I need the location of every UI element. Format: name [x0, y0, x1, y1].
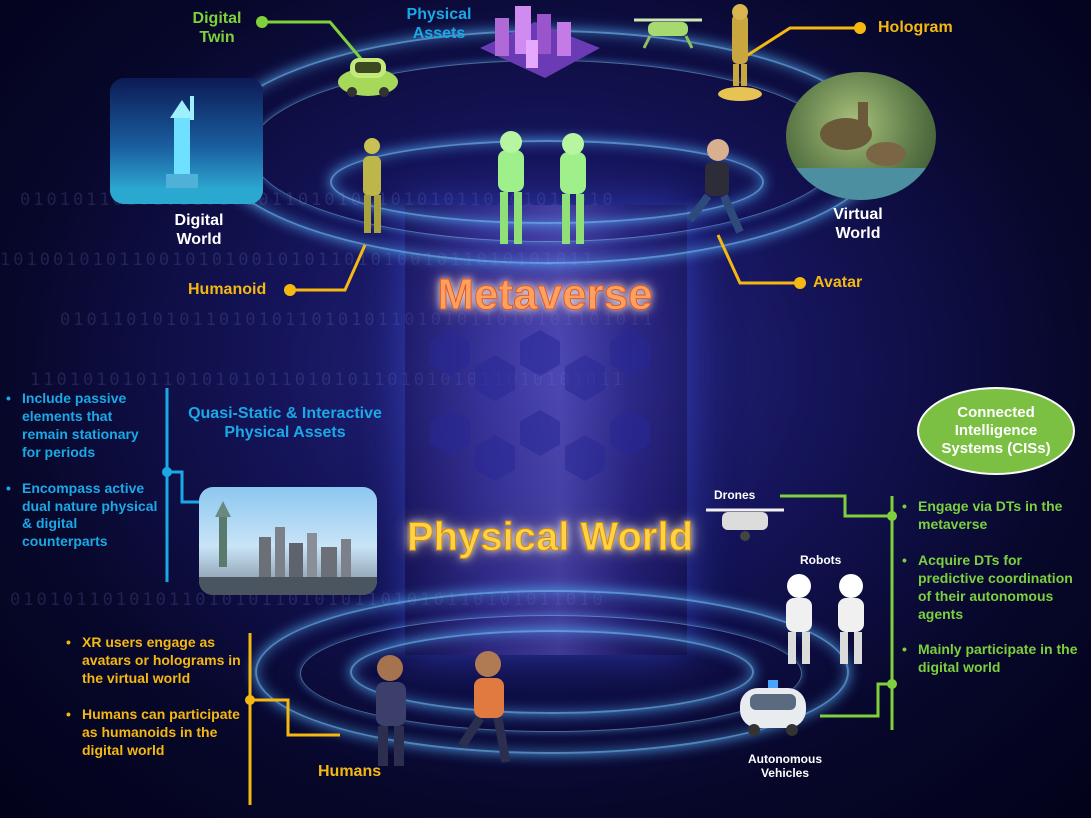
- humanoid-label: Humanoid: [188, 281, 267, 298]
- human-dot: [245, 695, 255, 705]
- virtual-world-label: Virtual World: [833, 206, 883, 242]
- metaverse-ring-inner: [330, 140, 764, 224]
- quasi-static-label: Quasi-Static & Interactive Physical Asse…: [188, 405, 382, 441]
- cis-bullets: Engage via DTs in the metaverse Acquire …: [902, 498, 1084, 677]
- physical-ring-outer: [255, 590, 849, 754]
- robot-icon: [786, 574, 812, 664]
- drones-connector: [780, 494, 892, 518]
- skyline-icon: [199, 501, 377, 595]
- physical-world-title: Physical World: [406, 515, 693, 560]
- cis-bullet: Engage via DTs in the metaverse: [902, 498, 1084, 534]
- robots-label: Robots: [800, 553, 842, 567]
- humanoid-connector: [290, 244, 367, 292]
- virtual-world-image: [786, 72, 936, 200]
- asset-bullet: Encompass active dual nature physical & …: [6, 480, 158, 552]
- hex-cell: [520, 330, 560, 376]
- cis-dot-bottom: [887, 679, 897, 689]
- cis-dot-top: [887, 511, 897, 521]
- asset-bullets: Include passive elements that remain sta…: [6, 390, 158, 551]
- human-bullet: XR users engage as avatars or holograms …: [66, 634, 246, 688]
- autonomous-car-icon: [740, 680, 806, 736]
- digital-twin-label: Digital Twin: [192, 10, 242, 46]
- human-bullet: Humans can participate as humanoids in t…: [66, 706, 246, 760]
- cis-badge: Connected Intelligence Systems (CISs): [917, 387, 1075, 475]
- asset-bullet: Include passive elements that remain sta…: [6, 390, 158, 462]
- hex-cell: [565, 355, 605, 401]
- robot-icon: [838, 574, 864, 664]
- digital-world-image: [110, 78, 263, 204]
- city-icon: [480, 6, 600, 78]
- hologram-connector: [739, 26, 855, 62]
- humanoid-dot: [284, 284, 296, 296]
- hex-cell: [520, 410, 560, 456]
- drone-icon: [706, 508, 784, 541]
- robot-icon: [560, 133, 586, 244]
- physical-ring-inner: [350, 630, 754, 714]
- autonomous-vehicles-label: Autonomous Vehicles: [748, 752, 822, 781]
- asset-dot: [162, 467, 172, 477]
- robot-icon: [498, 131, 524, 244]
- cis-label: Connected Intelligence Systems (CISs): [941, 404, 1051, 457]
- avatar-connector: [716, 234, 800, 285]
- humanoid-figure-icon: [363, 138, 381, 233]
- physical-assets-image: [199, 487, 377, 595]
- human-bullets: XR users engage as avatars or holograms …: [66, 634, 246, 759]
- humans-label: Humans: [318, 763, 382, 780]
- human-avatar-icon: [458, 651, 511, 763]
- avatar-label: Avatar: [813, 274, 863, 291]
- dinosaur-scene-icon: [786, 102, 936, 200]
- hex-cell: [610, 330, 650, 376]
- human-avatar-icon: [376, 655, 406, 766]
- statue-of-liberty-icon: [110, 96, 263, 204]
- asset-connector: [167, 470, 210, 504]
- digital-twin-dot: [256, 16, 268, 28]
- cis-bullet: Acquire DTs for predictive coordination …: [902, 552, 1084, 624]
- metaverse-title: Metaverse: [437, 270, 653, 320]
- hex-cell: [565, 435, 605, 481]
- hologram-figure-icon: [718, 4, 762, 101]
- avatar-figure-icon: [686, 139, 744, 234]
- drone-icon: [634, 18, 702, 49]
- cis-bullet: Mainly participate in the digital world: [902, 641, 1084, 677]
- vehicles-connector: [820, 682, 892, 718]
- physical-assets-label: Physical Assets: [406, 6, 472, 42]
- human-connector: [250, 698, 340, 737]
- hologram-label: Hologram: [878, 19, 953, 36]
- car-icon: [338, 58, 398, 97]
- avatar-dot: [794, 277, 806, 289]
- hologram-dot: [854, 22, 866, 34]
- digital-twin-connector: [262, 20, 364, 61]
- drones-label: Drones: [714, 488, 756, 502]
- physical-ring-mid: [300, 615, 802, 732]
- digital-world-label: Digital World: [174, 212, 224, 248]
- hex-cell: [610, 410, 650, 456]
